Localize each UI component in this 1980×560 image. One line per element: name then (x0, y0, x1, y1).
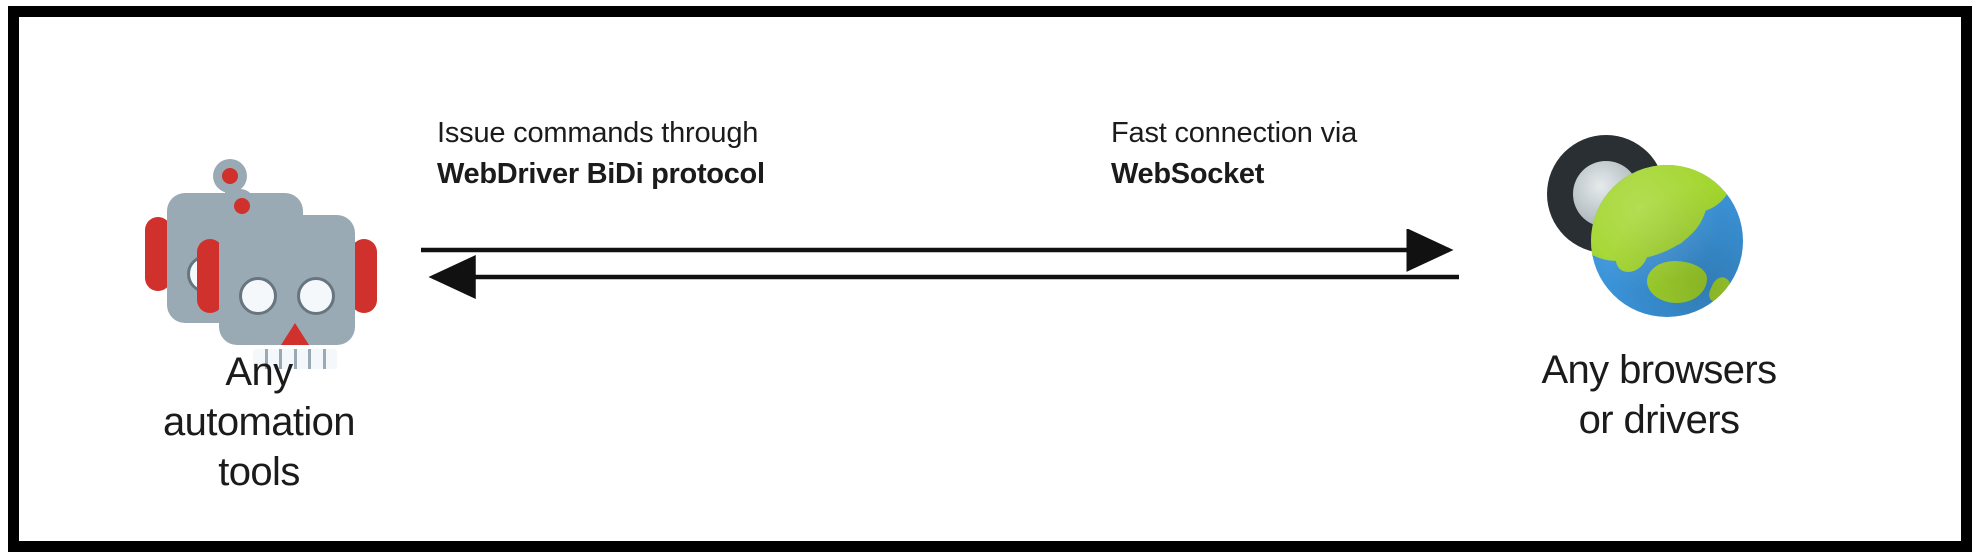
arrow-label-commands-line1: Issue commands through (437, 117, 759, 149)
node-caption-browsers: Any browsers or drivers (1541, 348, 1777, 442)
globe-shading (1591, 165, 1743, 317)
arrow-label-events-line2: WebSocket (1111, 158, 1265, 190)
arrow-label-commands: Issue commands through WebDriver BiDi pr… (437, 113, 765, 195)
globe-icon (1591, 165, 1743, 317)
arrow-label-commands-line2: WebDriver BiDi protocol (437, 158, 765, 190)
robot-eye-right (297, 277, 335, 315)
robot-head (219, 215, 355, 369)
robot-antenna-ball (213, 159, 247, 193)
robot-ear-left (145, 217, 171, 291)
arrow-label-events: Fast connection via WebSocket (1111, 113, 1357, 195)
robot-ear-left (197, 239, 223, 313)
globe-tire-icon (1547, 135, 1757, 330)
robot-antenna-ball (225, 189, 255, 219)
robot-front-icon (197, 181, 377, 369)
diagram-frame: Any automation tools Issue commands thro… (8, 6, 1972, 552)
node-caption-automation: Any automation tools (163, 350, 356, 494)
bidirectional-arrows (421, 229, 1459, 300)
globe-land-australia (1647, 261, 1707, 303)
arrow-label-events-line1: Fast connection via (1111, 117, 1358, 149)
robot-eye-left (239, 277, 277, 315)
robot-icon (145, 159, 377, 369)
robot-nose (281, 323, 309, 345)
robot-mouth (253, 349, 337, 369)
robot-ear-right (351, 239, 377, 313)
